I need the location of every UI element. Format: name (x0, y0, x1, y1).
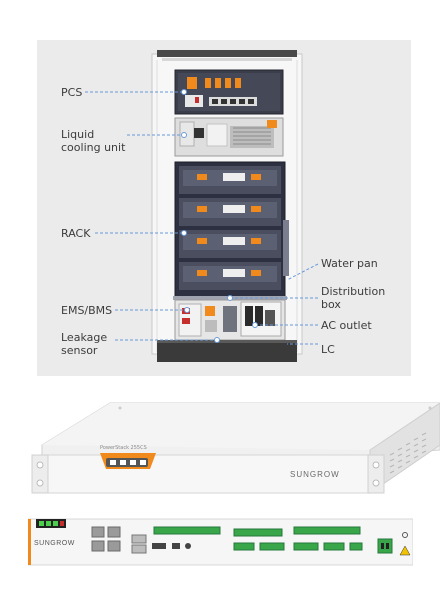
rack-ear-right (367, 454, 385, 494)
rack-ear-left (31, 454, 49, 494)
component-diagram-panel: PCS Liquid cooling unit RACK Water pan D… (37, 40, 411, 376)
controller-brand-logo: SUNGROW (290, 470, 340, 479)
callout-ac-outlet: AC outlet (321, 319, 372, 332)
battery-module-3 (179, 230, 281, 258)
callout-ems-bms: EMS/BMS (61, 304, 113, 317)
liquid-cooling-unit (174, 117, 284, 157)
vent-slots (389, 432, 427, 474)
controller-illustration: PowerStack 255CS SUNGROW (31, 402, 441, 494)
lower-compartment (174, 299, 286, 341)
battery-module-1 (179, 166, 281, 194)
indicator-badge (100, 453, 156, 469)
callout-liquid-cooling-unit: Liquid cooling unit (61, 128, 126, 154)
controller-front-face (41, 454, 373, 494)
battery-module-2 (179, 198, 281, 226)
hdmi-port (152, 543, 166, 549)
ground-icon (402, 532, 408, 538)
cabinet-top-cap (157, 50, 297, 57)
callout-lc: LC (321, 343, 335, 356)
rear-connector-panel: SUNGROW (27, 515, 414, 567)
callout-leakage-sensor: Leakage sensor (61, 331, 108, 357)
lc-base (157, 340, 297, 362)
pcs-module (174, 69, 284, 115)
usb-port (131, 534, 147, 544)
callout-water-pan: Water pan (321, 257, 378, 270)
terminal-blocks (153, 526, 363, 551)
power-connector (377, 538, 393, 554)
leader-dots (181, 89, 258, 343)
warning-icon (399, 545, 411, 556)
ethernet-ports (91, 526, 121, 552)
cabinet-illustration (85, 50, 319, 362)
battery-rack (174, 161, 289, 299)
controller-model-label: PowerStack 255CS (100, 445, 147, 451)
callout-pcs: PCS (61, 86, 83, 99)
controller-photo: PowerStack 255CS SUNGROW (30, 395, 441, 515)
rear-panel-illustration: SUNGROW (27, 518, 414, 566)
battery-module-4 (179, 262, 281, 290)
callout-distribution-box: Distribution box (321, 285, 386, 311)
rear-panel-brand: SUNGROW (34, 540, 75, 547)
callout-rack: RACK (61, 227, 91, 240)
leader-lines (85, 91, 319, 345)
